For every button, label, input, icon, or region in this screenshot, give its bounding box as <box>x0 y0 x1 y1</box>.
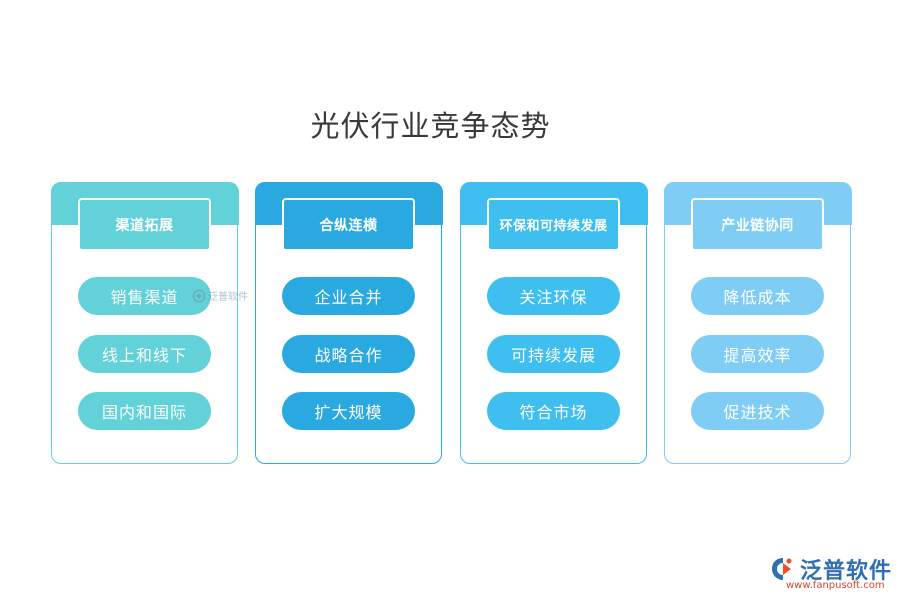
item-pill: 关注环保 <box>487 277 620 315</box>
card-channel-expansion: 渠道拓展 销售渠道 线上和线下 国内和国际 <box>50 181 239 464</box>
page-title: 光伏行业竞争态势 <box>310 109 551 143</box>
watermark-text: 泛普软件 <box>208 292 248 303</box>
card-sustainability: 环保和可持续发展 关注环保 可持续发展 符合市场 <box>459 181 648 464</box>
card-header: 合纵连横 <box>282 198 415 251</box>
item-pill: 促进技术 <box>691 392 824 430</box>
card-header: 环保和可持续发展 <box>487 198 620 251</box>
item-pill: 扩大规模 <box>282 392 415 430</box>
item-pill: 提高效率 <box>691 335 824 373</box>
item-pill: 企业合并 <box>282 277 415 315</box>
item-pill: 符合市场 <box>487 392 620 430</box>
watermark: 泛普软件 <box>192 288 248 303</box>
watermark-logo-icon <box>192 289 206 302</box>
card-header: 产业链协同 <box>691 198 824 251</box>
card-industry-chain: 产业链协同 降低成本 提高效率 促进技术 <box>663 181 852 464</box>
brand-logo: 泛普软件 <box>770 553 892 585</box>
brand-url: www.fanpusoft.com <box>786 580 885 591</box>
item-pill: 可持续发展 <box>487 335 620 373</box>
card-alliances: 合纵连横 企业合并 战略合作 扩大规模 <box>254 181 443 464</box>
brand-name: 泛普软件 <box>800 559 893 584</box>
item-pill: 销售渠道 <box>78 277 211 315</box>
card-header: 渠道拓展 <box>78 198 211 251</box>
item-pill: 战略合作 <box>282 335 415 373</box>
item-pill: 线上和线下 <box>78 335 211 373</box>
item-pill: 降低成本 <box>691 277 824 315</box>
brand-logo-icon <box>772 558 792 580</box>
item-pill: 国内和国际 <box>78 392 211 430</box>
